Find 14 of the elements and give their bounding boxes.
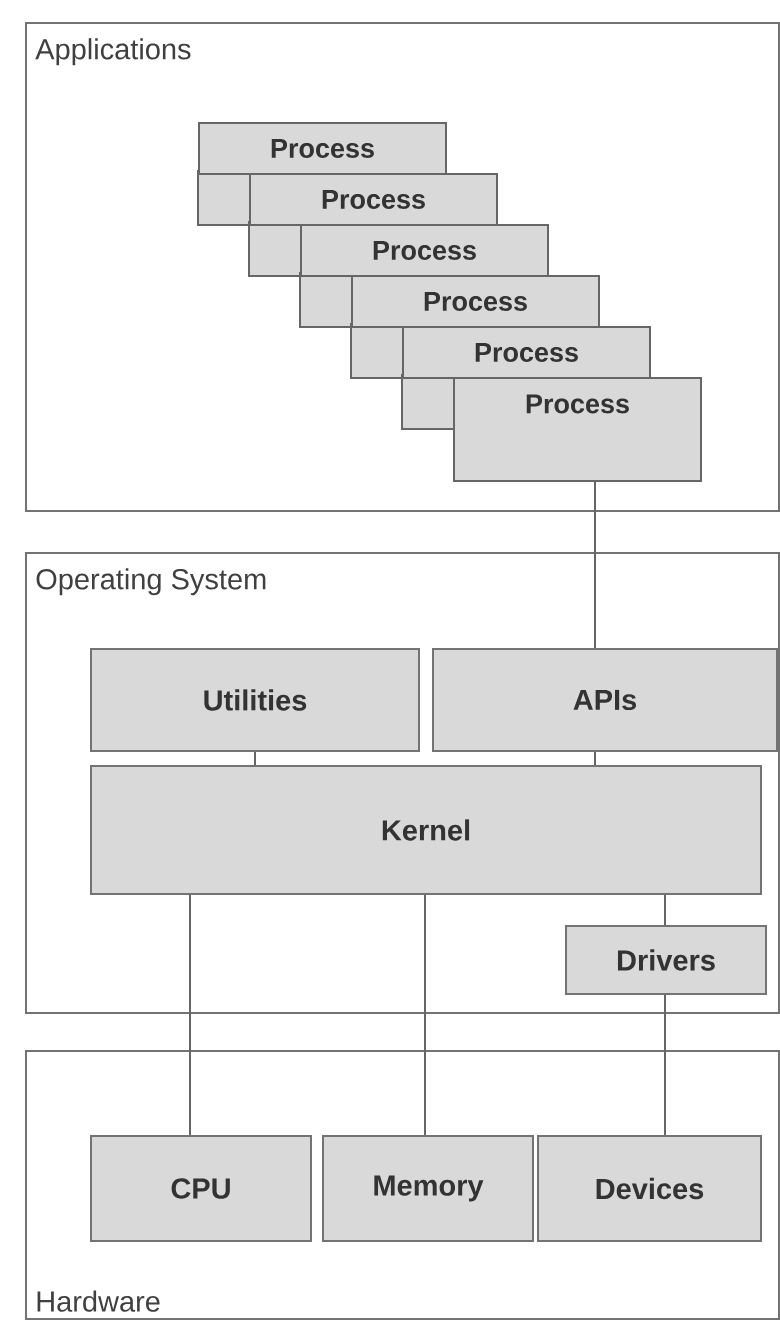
component-box: CPU xyxy=(90,1135,312,1242)
component-box: Kernel xyxy=(90,765,762,895)
component-box: Devices xyxy=(537,1135,762,1242)
component-box: APIs xyxy=(432,648,778,752)
connector-line xyxy=(254,751,256,766)
component-box: Utilities xyxy=(90,648,420,752)
connector-line xyxy=(189,894,191,1136)
connector-line xyxy=(664,994,666,1136)
connector-line xyxy=(664,894,666,926)
component-box: Drivers xyxy=(565,925,767,995)
connector-line xyxy=(424,894,426,1136)
connector-line xyxy=(594,481,596,649)
component-box: Memory xyxy=(322,1135,534,1242)
connector-line xyxy=(594,751,596,766)
